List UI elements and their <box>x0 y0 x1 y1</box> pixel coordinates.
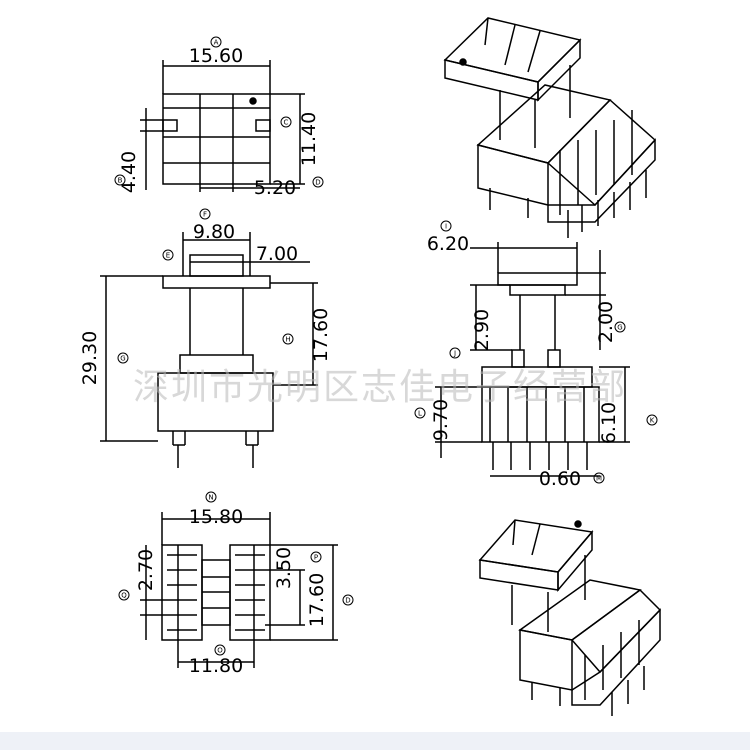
marker-top-gap: D <box>312 176 324 188</box>
marker-front-total: G <box>117 352 129 364</box>
dim-top-gap: 5.20 <box>254 177 296 199</box>
dim-top-height: 11.40 <box>298 112 320 166</box>
marker-side-pindia: M <box>593 472 605 484</box>
svg-text:D: D <box>315 179 320 187</box>
dim-front-inner: 7.00 <box>256 243 298 265</box>
isometric-view-top <box>443 17 657 238</box>
marker-side-upper: J <box>449 347 461 359</box>
dim-front-total: 29.30 <box>79 331 101 385</box>
dim-side-base: 9.70 <box>430 399 452 441</box>
dim-top-slot: 4.40 <box>118 151 140 193</box>
marker-side-top: I <box>440 220 452 232</box>
svg-text:B: B <box>118 177 123 185</box>
marker-bottom-pinrow: P <box>310 551 322 563</box>
svg-text:K: K <box>650 417 655 425</box>
svg-text:E: E <box>166 252 170 260</box>
dim-side-pindia: 0.60 <box>539 468 581 490</box>
front-flange <box>162 275 271 289</box>
dim-side-upper: 2.90 <box>471 309 493 351</box>
footer-band <box>0 732 750 750</box>
marker-bottom-outer: N <box>205 491 217 503</box>
dim-bottom-outer: 15.80 <box>189 506 243 528</box>
svg-text:J: J <box>453 350 456 358</box>
marker-top-width: A <box>210 36 222 48</box>
svg-text:P: P <box>314 554 318 562</box>
isometric-view-bottom <box>478 519 662 716</box>
svg-text:H: H <box>285 336 290 344</box>
svg-text:M: M <box>596 475 602 483</box>
svg-text:C: C <box>284 119 289 127</box>
side-view <box>435 242 630 477</box>
marker-front-winding: H <box>282 333 294 345</box>
dim-top-width: 15.60 <box>189 45 243 67</box>
svg-text:L: L <box>418 410 422 418</box>
dim-bottom-pitch: 2.70 <box>135 549 157 591</box>
svg-text:Q: Q <box>121 592 127 600</box>
dim-side-step: 2.00 <box>595 301 617 343</box>
marker-side-pinlen: K <box>646 414 658 426</box>
svg-text:A: A <box>214 39 219 47</box>
dim-side-pinlen: 6.10 <box>598 402 620 444</box>
dim-bottom-depth: 17.60 <box>306 573 328 627</box>
marker-side-base: L <box>414 407 426 419</box>
marker-side-step: G <box>614 321 626 333</box>
svg-text:G: G <box>617 324 622 332</box>
marker-top-slot: B <box>114 174 126 186</box>
marker-bottom-pitch: Q <box>118 589 130 601</box>
marker-bottom-inner: O <box>214 644 226 656</box>
svg-text:I: I <box>445 223 447 231</box>
marker-bottom-depth: D <box>342 594 354 606</box>
top-view-outline <box>162 93 271 185</box>
dim-side-top: 6.20 <box>427 233 469 255</box>
svg-text:F: F <box>203 211 207 219</box>
marker-front-flange: F <box>199 208 211 220</box>
svg-text:G: G <box>120 355 125 363</box>
dim-front-winding: 17.60 <box>310 308 332 362</box>
svg-text:N: N <box>208 494 213 502</box>
front-view <box>100 232 318 468</box>
top-view <box>140 60 305 192</box>
dim-bottom-pinrow: 3.50 <box>273 547 295 589</box>
svg-text:D: D <box>345 597 350 605</box>
bottom-view <box>140 512 338 668</box>
svg-text:O: O <box>217 647 223 655</box>
dim-bottom-inner: 11.80 <box>189 655 243 677</box>
marker-top-height: C <box>280 116 292 128</box>
marker-front-inner: E <box>162 249 174 261</box>
dim-front-flange: 9.80 <box>193 221 235 243</box>
